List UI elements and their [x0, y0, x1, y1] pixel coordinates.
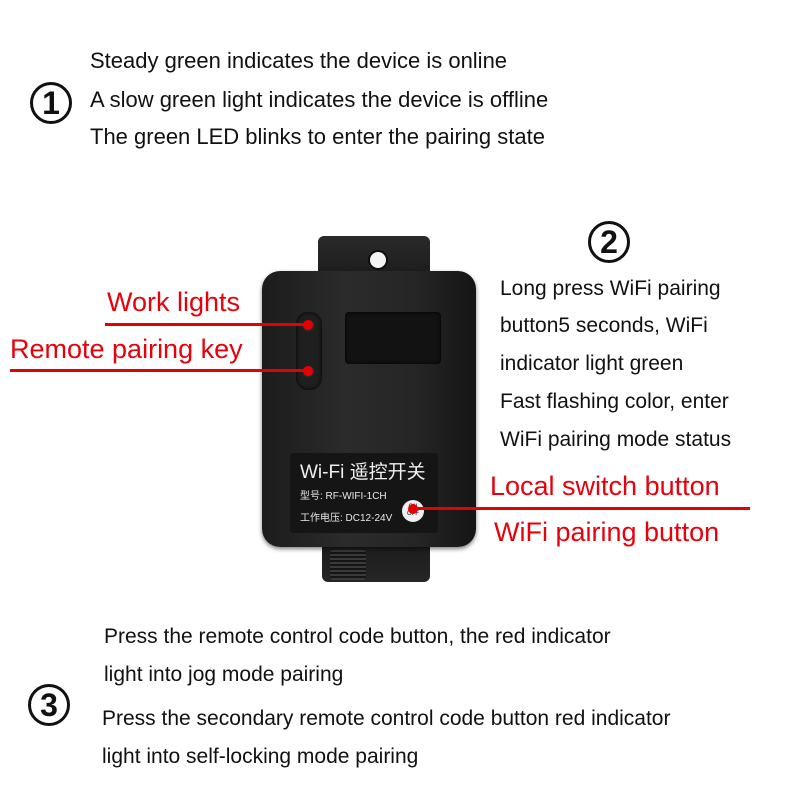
antenna-spring [330, 550, 366, 580]
step-2-number: 2 [600, 223, 618, 260]
indicator-window [345, 312, 441, 364]
step-2-line-5: WiFi pairing mode status [500, 428, 732, 451]
step-1-number: 1 [42, 84, 60, 121]
callout-line-work-lights [105, 323, 306, 326]
callout-wifi-pairing-button: WiFi pairing button [494, 517, 720, 547]
device-model: 型号: RF-WIFI-1CH [300, 491, 387, 502]
step-2-marker: 2 [588, 221, 630, 263]
switch-off-label: OFF [407, 511, 419, 517]
step-3-number: 3 [40, 686, 58, 723]
callout-dot-remote-pairing-key [303, 366, 313, 376]
mount-hole [368, 250, 388, 270]
step-2-line-1: Long press WiFi pairing [500, 277, 721, 300]
callout-dot-work-lights [303, 320, 313, 330]
step-1-line-1: Steady green indicates the device is onl… [90, 48, 508, 73]
callout-dot-local-switch [408, 504, 418, 514]
step-1-marker: 1 [30, 82, 72, 124]
step-3-line-3: Press the secondary remote control code … [102, 707, 671, 730]
step-3-line-2: light into jog mode pairing [104, 663, 344, 686]
step-3-marker: 3 [28, 684, 70, 726]
step-1-line-2: A slow green light indicates the device … [90, 87, 549, 112]
callout-work-lights: Work lights [107, 287, 241, 317]
step-2-line-4: Fast flashing color, enter [500, 390, 729, 413]
step-2-line-3: indicator light green [500, 352, 684, 375]
device-title: Wi-Fi 遥控开关 [300, 462, 426, 483]
device-voltage: 工作电压: DC12-24V [300, 513, 393, 524]
callout-line-local-switch [413, 507, 750, 510]
step-1-line-3: The green LED blinks to enter the pairin… [90, 124, 545, 149]
callout-line-remote-pairing-key [10, 369, 310, 372]
step-2-line-2: button5 seconds, WiFi [500, 314, 708, 337]
callout-local-switch-button: Local switch button [490, 471, 720, 501]
step-3-line-1: Press the remote control code button, th… [104, 625, 611, 648]
callout-remote-pairing-key: Remote pairing key [10, 334, 243, 364]
step-3-line-4: light into self-locking mode pairing [102, 745, 419, 768]
